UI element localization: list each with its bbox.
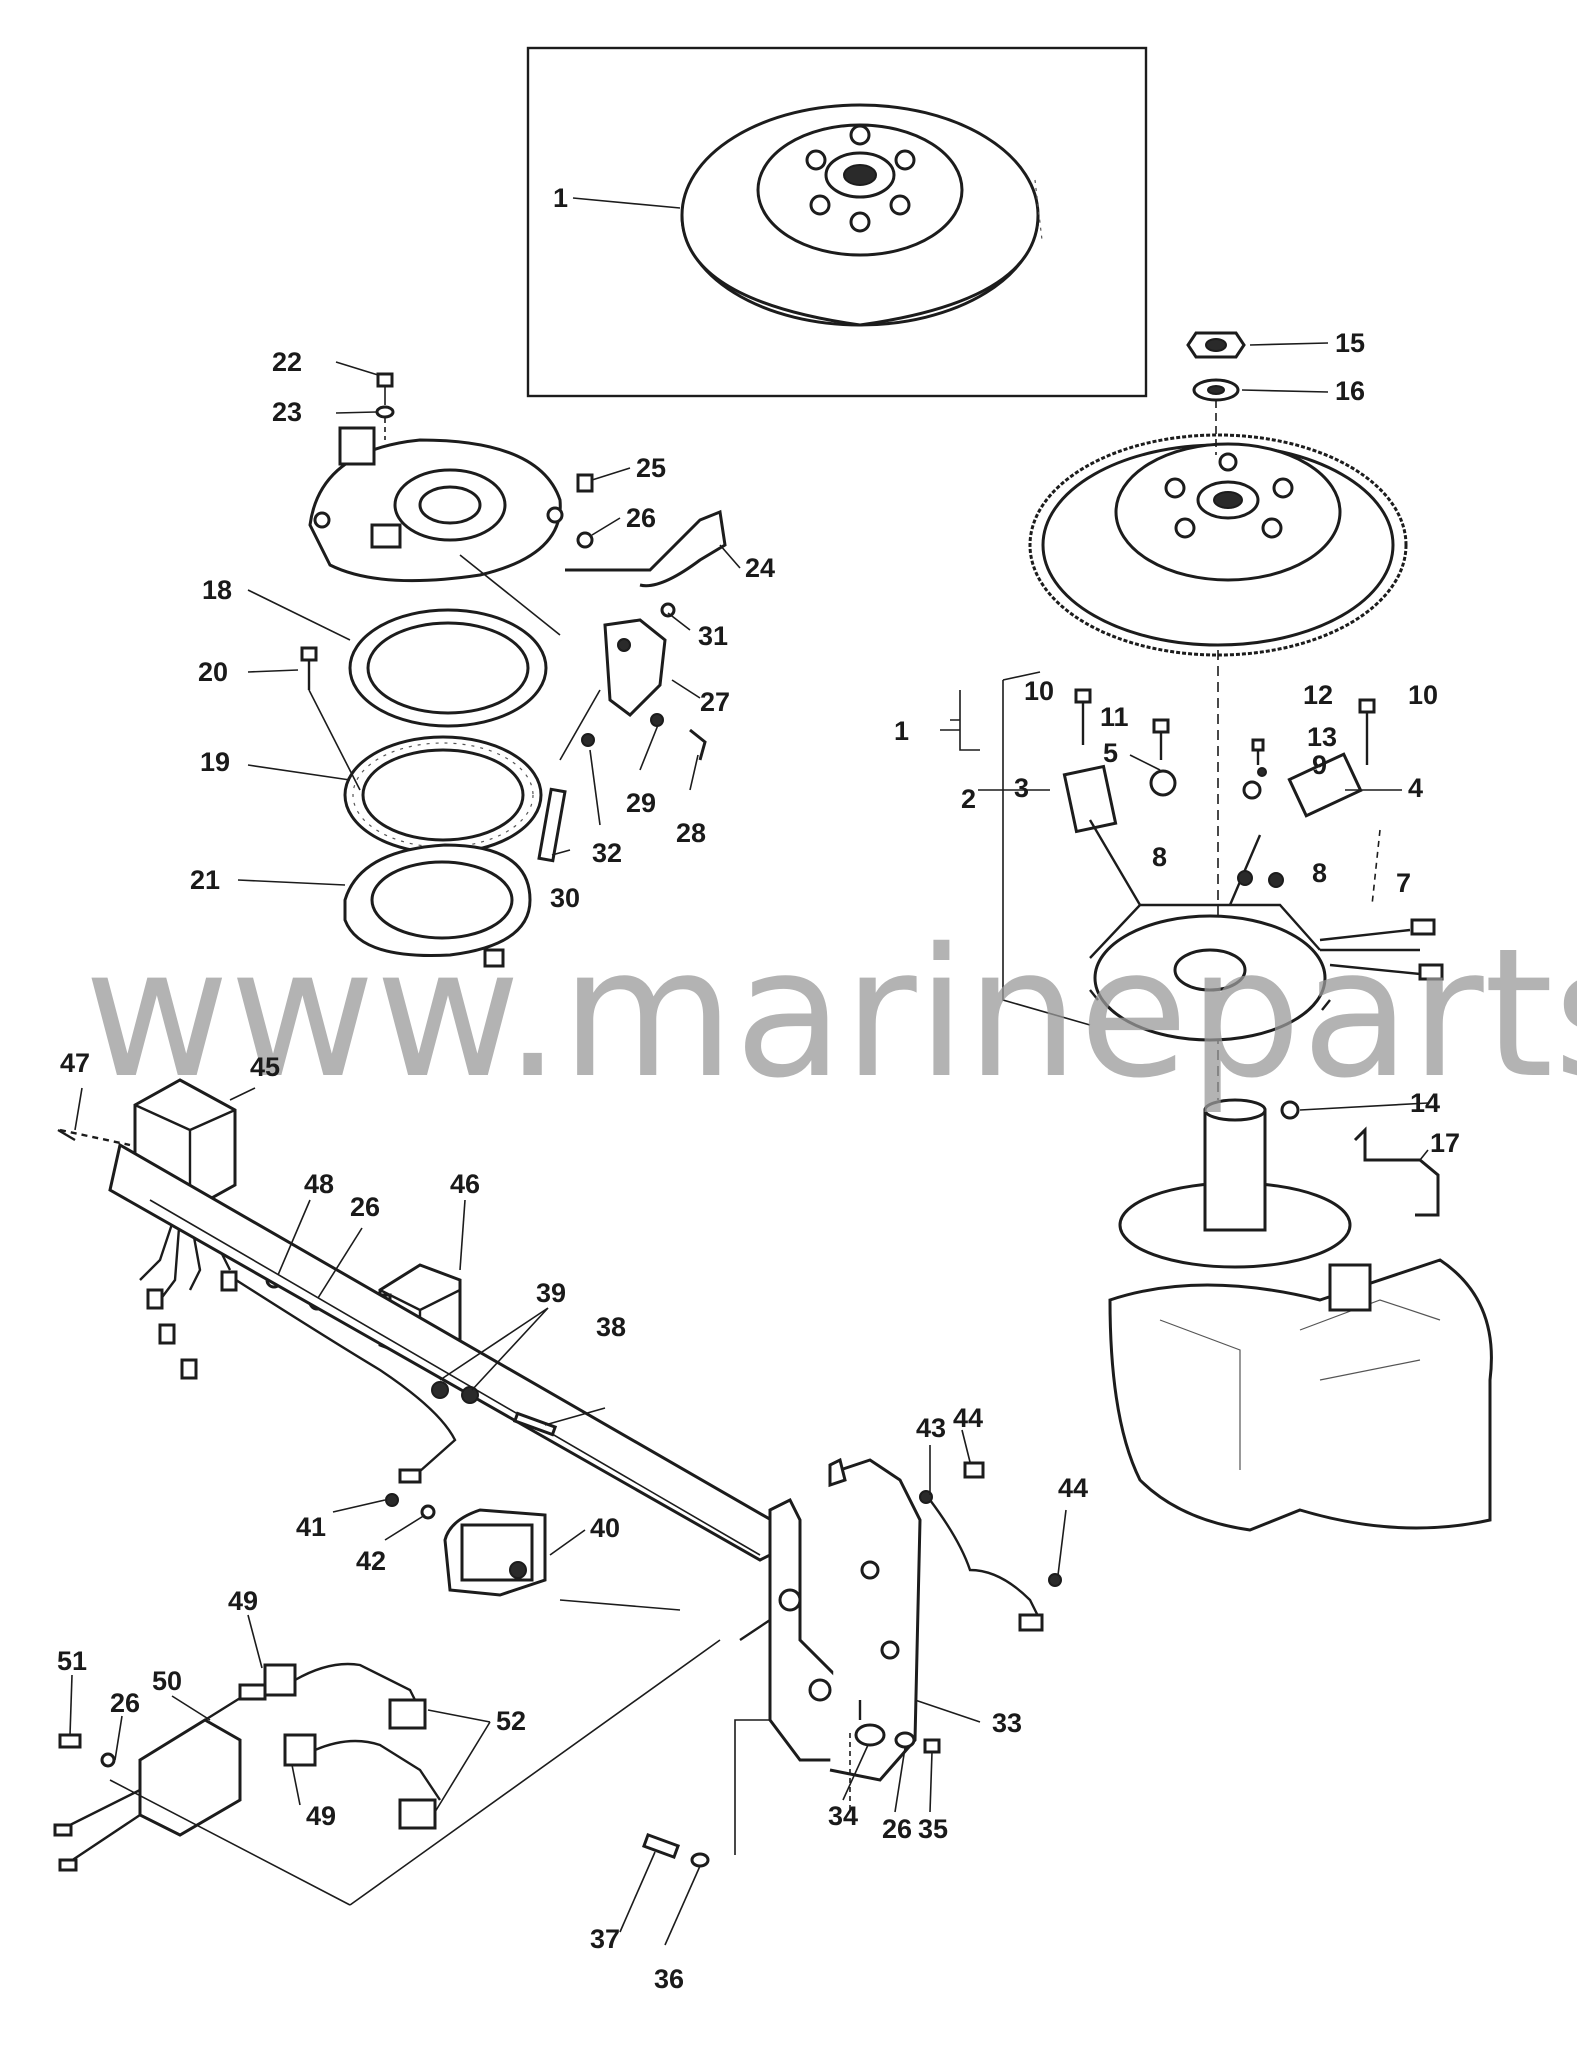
wire-43-44 bbox=[919, 1461, 1062, 1632]
label-49-bottom: 49 bbox=[306, 1801, 336, 1831]
ring-19 bbox=[343, 735, 543, 855]
label-9: 9 bbox=[1312, 750, 1327, 780]
label-47: 47 bbox=[60, 1048, 90, 1078]
crankshaft-and-block bbox=[1108, 1098, 1493, 1532]
label-13: 13 bbox=[1307, 722, 1337, 752]
label-25: 25 bbox=[636, 453, 666, 483]
label-24: 24 bbox=[745, 553, 775, 583]
spark-plug-leads-49 bbox=[263, 1662, 441, 1830]
part-labels: 1 15 16 22 23 25 26 24 18 31 20 27 19 29… bbox=[57, 183, 1460, 1994]
label-10-left: 10 bbox=[1024, 676, 1054, 706]
watermark-text: www.marineparts.eu bbox=[84, 910, 1577, 1117]
label-15: 15 bbox=[1335, 328, 1365, 358]
label-8-right: 8 bbox=[1312, 858, 1327, 888]
label-44-top: 44 bbox=[953, 1403, 983, 1433]
label-49-top: 49 bbox=[228, 1586, 258, 1616]
label-12: 12 bbox=[1303, 680, 1333, 710]
label-37: 37 bbox=[590, 1924, 620, 1954]
label-17: 17 bbox=[1430, 1128, 1460, 1158]
label-10-right: 10 bbox=[1408, 680, 1438, 710]
label-35: 35 bbox=[918, 1814, 948, 1844]
label-36: 36 bbox=[654, 1964, 684, 1994]
label-28: 28 bbox=[676, 818, 706, 848]
label-26-top: 26 bbox=[626, 503, 656, 533]
stator-screws bbox=[1074, 688, 1376, 777]
label-26-bottom: 26 bbox=[882, 1814, 912, 1844]
label-48: 48 bbox=[304, 1169, 334, 1199]
label-21: 21 bbox=[190, 865, 220, 895]
plate-screws-22-23 bbox=[300, 372, 395, 791]
bracket-33 bbox=[739, 1457, 922, 1782]
label-14: 14 bbox=[1410, 1088, 1440, 1118]
label-7: 7 bbox=[1396, 868, 1411, 898]
label-31: 31 bbox=[698, 621, 728, 651]
label-32: 32 bbox=[592, 838, 622, 868]
label-5: 5 bbox=[1103, 738, 1118, 768]
label-50: 50 bbox=[152, 1666, 182, 1696]
sensor-40 bbox=[385, 1493, 547, 1597]
label-45: 45 bbox=[250, 1052, 280, 1082]
label-42: 42 bbox=[356, 1546, 386, 1576]
label-16: 16 bbox=[1335, 376, 1365, 406]
label-26-harness: 26 bbox=[350, 1192, 380, 1222]
retaining-ring-18 bbox=[348, 608, 548, 728]
label-3: 3 bbox=[1014, 773, 1029, 803]
label-20: 20 bbox=[198, 657, 228, 687]
stator-plate-assembly bbox=[1062, 752, 1444, 1042]
label-1: 1 bbox=[894, 716, 909, 746]
label-40: 40 bbox=[590, 1513, 620, 1543]
label-4: 4 bbox=[1408, 773, 1423, 803]
plate-21 bbox=[343, 843, 532, 968]
ignition-coil-50 bbox=[53, 1683, 267, 1872]
mounting-rail bbox=[57, 1128, 793, 1562]
label-52: 52 bbox=[496, 1706, 526, 1736]
label-19: 19 bbox=[200, 747, 230, 777]
label-43: 43 bbox=[916, 1413, 946, 1443]
label-27: 27 bbox=[700, 687, 730, 717]
label-11: 11 bbox=[1100, 702, 1129, 732]
leader-lines bbox=[69, 197, 1429, 1946]
label-51: 51 bbox=[57, 1646, 87, 1676]
label-38: 38 bbox=[596, 1312, 626, 1342]
label-41: 41 bbox=[296, 1512, 326, 1542]
label-34: 34 bbox=[828, 1801, 858, 1831]
bracket-hardware-34-37 bbox=[641, 1723, 941, 1868]
flywheel-ring-gear bbox=[1028, 433, 1408, 657]
label-18: 18 bbox=[202, 575, 232, 605]
label-26-coil: 26 bbox=[110, 1688, 140, 1718]
label-2: 2 bbox=[961, 784, 976, 814]
label-33: 33 bbox=[992, 1708, 1022, 1738]
label-8-left: 8 bbox=[1152, 842, 1167, 872]
label-44-right: 44 bbox=[1058, 1473, 1088, 1503]
label-22: 22 bbox=[272, 347, 302, 377]
throttle-cam-link-24-27 bbox=[537, 473, 727, 863]
label-30: 30 bbox=[550, 883, 580, 913]
label-23: 23 bbox=[272, 397, 302, 427]
label-46: 46 bbox=[450, 1169, 480, 1199]
label-39: 39 bbox=[536, 1278, 566, 1308]
label-1-inset: 1 bbox=[553, 183, 568, 213]
label-29: 29 bbox=[626, 788, 656, 818]
inset-flywheel-box bbox=[526, 46, 1148, 398]
timing-base-plate bbox=[308, 426, 564, 636]
